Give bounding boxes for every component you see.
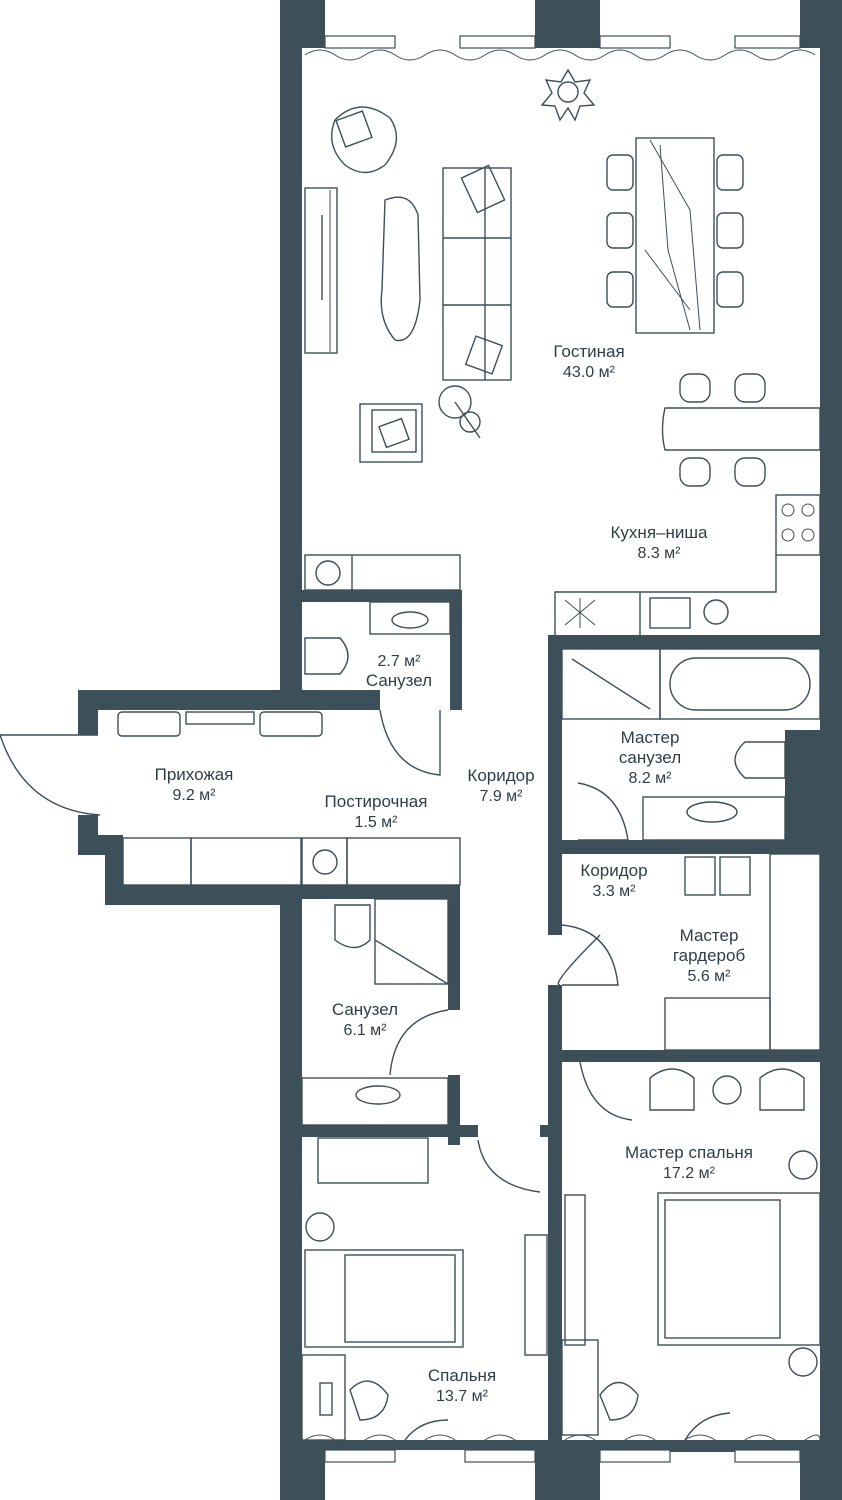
wall-top-a bbox=[280, 0, 325, 48]
room-corridor-main-name: Коридор bbox=[467, 766, 534, 785]
wall-left-upper bbox=[280, 0, 302, 590]
coffee-table-icon bbox=[380, 196, 421, 342]
wall-top-b bbox=[535, 0, 600, 48]
master-bedroom-furniture bbox=[561, 1061, 821, 1441]
bathroom-fixtures bbox=[301, 898, 619, 1126]
wall-master-bed-bottom bbox=[556, 1440, 842, 1452]
room-wc-small-name: Санузел bbox=[366, 671, 432, 690]
window-bottom-2 bbox=[464, 1449, 536, 1463]
plant-icon bbox=[540, 68, 596, 122]
dining-table-icon bbox=[635, 137, 715, 334]
curtain-bottom-right bbox=[564, 1434, 821, 1446]
room-master-bedroom-name: Мастер спальня bbox=[625, 1143, 753, 1162]
room-corridor-small-name: Коридор bbox=[580, 861, 647, 880]
wall-top-c bbox=[800, 0, 842, 48]
room-hall-name: Прихожая bbox=[155, 765, 234, 784]
wall-wc-bottom bbox=[300, 690, 380, 710]
cabinet-icon bbox=[304, 554, 461, 591]
room-corridor-small-area: 3.3 м² bbox=[592, 883, 636, 900]
dining-chairs-icon bbox=[606, 154, 744, 308]
wall-bath-right bbox=[448, 885, 460, 1010]
sofa-icon bbox=[442, 164, 512, 381]
wall-wc-top bbox=[280, 590, 460, 602]
room-master-wardrobe-area: 5.6 м² bbox=[687, 968, 731, 985]
window-top-2 bbox=[459, 35, 536, 49]
wc-small-fixtures bbox=[304, 601, 451, 776]
room-master-wardrobe-name: Мастер bbox=[680, 926, 739, 945]
living-furniture bbox=[304, 68, 821, 635]
room-wc-small-area: 2.7 м² bbox=[377, 653, 421, 670]
room-kitchen-area: 8.3 м² bbox=[637, 545, 681, 562]
room-master-bath-name: Мастер bbox=[621, 728, 680, 747]
room-laundry-name: Постирочная bbox=[325, 792, 428, 811]
room-bathroom-area: 6.1 м² bbox=[343, 1022, 387, 1039]
wall-bath-top bbox=[300, 885, 460, 899]
window-top-1 bbox=[324, 35, 396, 49]
wall-hall-bottom bbox=[105, 885, 300, 905]
hall-fixtures bbox=[0, 711, 461, 886]
wall-bath-bottom bbox=[300, 1125, 478, 1137]
window-bottom-4 bbox=[734, 1449, 801, 1463]
wall-bottom-b bbox=[535, 1448, 600, 1500]
round-chair-icon bbox=[438, 385, 481, 439]
curtain-top bbox=[304, 49, 816, 61]
master-bath-fixtures bbox=[561, 648, 821, 841]
wall-spine-upper bbox=[548, 635, 562, 935]
room-living-area: 43.0 м² bbox=[563, 364, 616, 381]
wall-bottom-c bbox=[800, 1448, 842, 1500]
room-kitchen-name: Кухня–ниша bbox=[611, 523, 708, 542]
wall-hall-left-top bbox=[78, 690, 98, 735]
window-top-4 bbox=[734, 35, 801, 49]
curtain-bottom-left bbox=[304, 1434, 546, 1446]
kitchen-counter-icon bbox=[554, 494, 821, 635]
tv-unit-icon bbox=[304, 187, 338, 354]
wall-left-lower bbox=[280, 890, 302, 1500]
wall-bottom-a bbox=[280, 1448, 325, 1500]
window-top-3 bbox=[599, 35, 671, 49]
room-master-bath-name: санузел bbox=[619, 748, 681, 767]
room-hall-area: 9.2 м² bbox=[172, 787, 216, 804]
room-bedroom-name: Спальня bbox=[428, 1366, 496, 1385]
wall-bed-bottom bbox=[280, 1440, 556, 1450]
armchair-icon bbox=[331, 106, 398, 174]
room-laundry-area: 1.5 м² bbox=[354, 814, 398, 831]
room-master-bath-area: 8.2 м² bbox=[628, 770, 672, 787]
window-bottom-3 bbox=[599, 1449, 671, 1463]
window-bottom-1 bbox=[324, 1449, 396, 1463]
room-master-wardrobe-name: гардероб bbox=[673, 946, 746, 965]
room-master-bedroom-area: 17.2 м² bbox=[663, 1165, 716, 1182]
wardrobe-fixtures bbox=[664, 853, 821, 1051]
wall-hall-top bbox=[78, 690, 300, 710]
lounge-chair-icon bbox=[359, 403, 423, 463]
fan-icon bbox=[564, 598, 596, 628]
wall-master-bath-bottom bbox=[548, 840, 842, 854]
wall-spine-lower bbox=[548, 985, 562, 1450]
room-bedroom-area: 13.7 м² bbox=[436, 1388, 489, 1405]
bedroom-furniture bbox=[301, 1137, 548, 1441]
room-corridor-main-area: 7.9 м² bbox=[479, 788, 523, 805]
kitchen-island-icon bbox=[661, 373, 821, 487]
wall-master-bath-top bbox=[548, 635, 842, 649]
room-bathroom-name: Санузел bbox=[332, 1000, 398, 1019]
wall-wc-right bbox=[450, 590, 462, 710]
wall-wc-left bbox=[280, 590, 302, 710]
room-living-name: Гостиная bbox=[553, 342, 624, 361]
wall-master-bed-top bbox=[560, 1050, 842, 1062]
walls bbox=[78, 0, 842, 1500]
windows bbox=[304, 35, 821, 1463]
wall-column bbox=[785, 730, 842, 840]
